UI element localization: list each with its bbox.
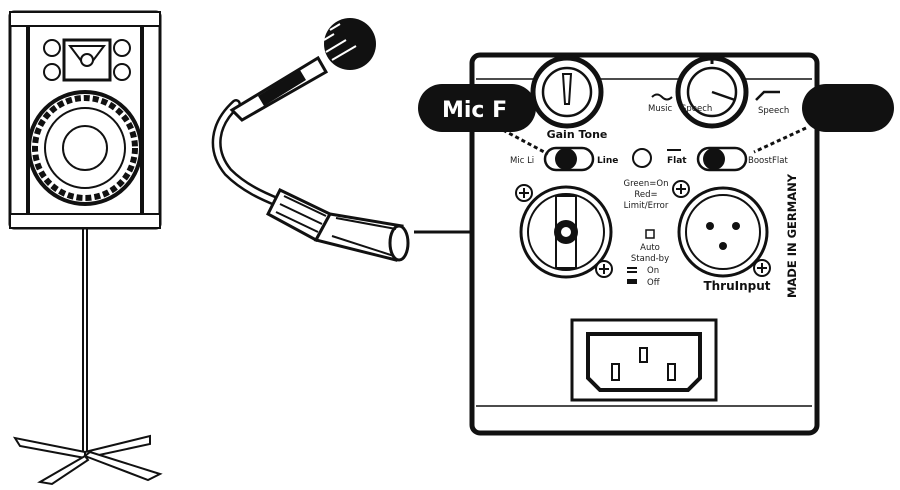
- music-label: Music: [648, 104, 673, 114]
- callout-left: Mic F: [418, 84, 549, 156]
- rear-panel: Gain Tone Music Speech Speech Mic Li Lin…: [469, 52, 820, 436]
- boost-flat-switch[interactable]: [703, 148, 725, 170]
- microphone-icon: [229, 18, 376, 122]
- standby-label: Stand-by: [631, 254, 669, 264]
- callout-left-label: Mic F: [442, 98, 507, 123]
- auto-label: Auto: [640, 243, 660, 253]
- line-label: Line: [597, 156, 618, 166]
- status-led: [632, 148, 652, 168]
- callout-right: [753, 84, 894, 154]
- thru-input-label: ThruInput: [703, 279, 770, 293]
- shelf-icon: [755, 90, 780, 101]
- microphone-with-cable: [211, 18, 562, 262]
- standby-switch[interactable]: [645, 229, 655, 239]
- wave-icon: [651, 93, 673, 101]
- mic-line-label: Mic Li: [510, 156, 534, 166]
- plus-icon: [515, 184, 533, 202]
- status-line-2: Red=: [634, 190, 657, 200]
- combo-input-jack[interactable]: [519, 185, 613, 279]
- xlr-connector-icon: [266, 188, 410, 262]
- gain-knob[interactable]: [530, 55, 604, 129]
- mic-line-switch[interactable]: [555, 148, 577, 170]
- plus-icon: [672, 180, 690, 198]
- power-socket[interactable]: [570, 318, 718, 402]
- thru-xlr-socket[interactable]: [677, 186, 769, 278]
- flat-label: Flat: [667, 156, 687, 166]
- tone-knob[interactable]: [675, 55, 749, 129]
- speaker-stand: [12, 228, 163, 486]
- gain-tone-label: Gain Tone: [547, 128, 608, 141]
- speaker-on-stand: [8, 10, 163, 486]
- made-in-germany-label: MADE IN GERMANY: [785, 173, 799, 298]
- boost-flat-label: BoostFlat: [748, 156, 788, 166]
- loudspeaker-cabinet: [8, 10, 162, 230]
- plus-icon: [753, 259, 771, 277]
- speech-right-label: Speech: [758, 106, 789, 116]
- status-line-3: Limit/Error: [624, 201, 669, 211]
- on-label: On: [647, 266, 659, 276]
- off-label: Off: [647, 278, 661, 288]
- status-line-1: Green=On: [624, 179, 669, 189]
- speech-label: Speech: [681, 104, 712, 114]
- plus-icon: [595, 260, 613, 278]
